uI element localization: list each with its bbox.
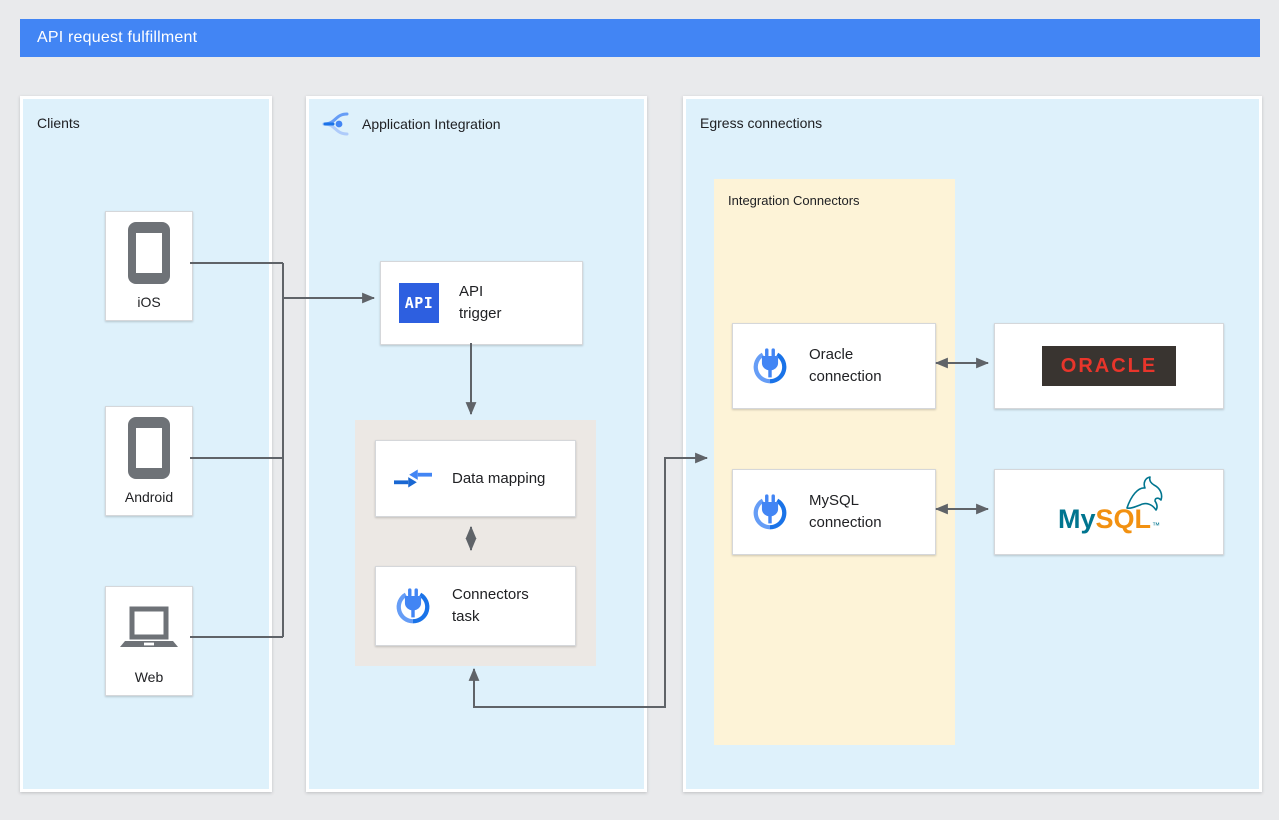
panel-application-integration: Application Integration API API trigger …: [306, 96, 647, 792]
integration-connector-icon: [396, 588, 430, 624]
client-label-android: Android: [124, 489, 174, 505]
node-mysql-connection: MySQL connection: [732, 469, 936, 555]
node-oracle-connection-label: Oracle connection: [809, 346, 882, 385]
node-oracle-database: ORACLE: [994, 323, 1224, 409]
mobile-phone-icon: [128, 417, 170, 479]
node-api-trigger: API API trigger: [380, 261, 583, 345]
integration-tasks-group: Data mapping Connectors task: [355, 420, 596, 666]
client-icon-wrap: [126, 212, 172, 294]
integration-connector-icon: [753, 494, 787, 530]
diagram-title: API request fulfillment: [37, 29, 198, 46]
client-node-ios: iOS: [105, 211, 193, 321]
node-mysql-connection-label: MySQL connection: [809, 492, 882, 531]
client-label-ios: iOS: [137, 294, 161, 310]
mobile-phone-icon: [128, 222, 170, 284]
laptop-icon: [120, 606, 178, 647]
client-label-web: Web: [134, 669, 164, 685]
panel-clients-label: Clients: [37, 115, 80, 131]
mysql-dolphin-icon: [1126, 475, 1163, 511]
api-trigger-icon: API: [399, 283, 439, 323]
node-connectors-task: Connectors task: [375, 566, 576, 646]
oracle-logo-text: ORACLE: [1060, 354, 1158, 377]
node-data-mapping: Data mapping: [375, 440, 576, 517]
panel-egress-connections: Egress connections Integration Connector…: [683, 96, 1262, 792]
client-icon-wrap: [120, 587, 178, 669]
client-icon-wrap: [126, 407, 172, 489]
oracle-logo: ORACLE: [1042, 346, 1176, 386]
node-connectors-task-label: Connectors task: [452, 586, 529, 625]
client-node-web: Web: [105, 586, 193, 696]
data-mapping-icon: [394, 469, 432, 488]
node-data-mapping-label: Data mapping: [452, 469, 546, 487]
diagram-title-bar: API request fulfillment: [20, 19, 1260, 57]
mysql-logo-my: My: [1057, 503, 1096, 534]
node-api-trigger-label: API trigger: [459, 283, 502, 322]
api-icon-text: API: [404, 294, 434, 312]
integration-connectors-label: Integration Connectors: [728, 193, 860, 208]
panel-egress-label: Egress connections: [700, 115, 823, 131]
node-oracle-connection: Oracle connection: [732, 323, 936, 409]
mysql-logo-tm: ™: [1152, 520, 1161, 530]
panel-clients: Clients iOS Android: [20, 96, 272, 792]
panel-application-integration-label: Application Integration: [362, 116, 501, 132]
integration-connectors-group: Integration Connectors Oracle connection: [714, 179, 955, 745]
application-integration-icon: [322, 112, 349, 136]
integration-connector-icon: [753, 348, 787, 384]
client-node-android: Android: [105, 406, 193, 516]
mysql-logo-sql: SQL: [1095, 503, 1152, 534]
application-integration-header: Application Integration: [319, 109, 501, 139]
